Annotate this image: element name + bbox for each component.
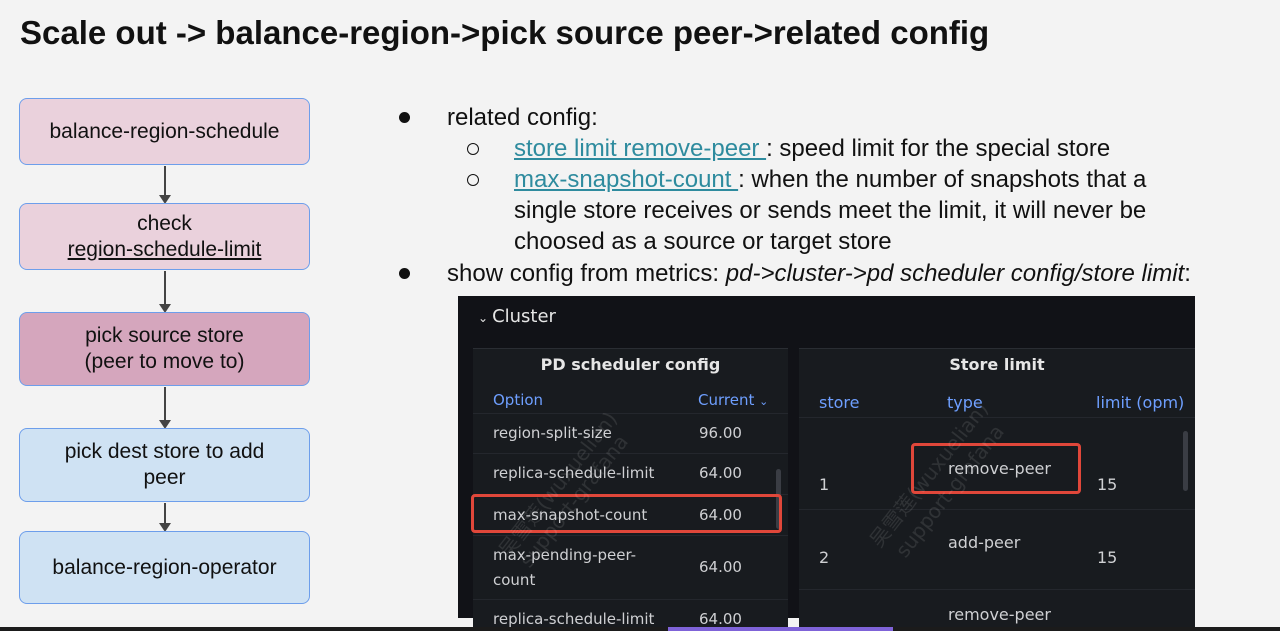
scrollbar[interactable] [1183,431,1188,491]
table-cell-current: 96.00 [699,424,742,442]
table-cell-type: remove-peer [948,459,1051,478]
bottom-bar [0,627,1280,631]
sub-bullet-icon [467,143,479,155]
table-cell-store: 2 [819,548,830,567]
table-cell-current: 64.00 [699,610,742,628]
table-cell-store: 1 [819,475,830,494]
highlight-box [911,443,1081,494]
table-cell-current: 64.00 [699,558,742,576]
table-cell-limit: 15 [1097,548,1118,567]
panel-title: Store limit [949,355,1045,374]
column-header-store[interactable]: store [819,393,860,412]
sort-chevron-down-icon: ⌄ [759,395,769,408]
table-cell-type: remove-peer [948,605,1051,624]
divider [473,453,788,454]
column-header-limit[interactable]: limit (opm) [1096,393,1185,412]
table-cell-option-wrap: count [493,571,536,589]
cluster-label: Cluster [492,306,556,327]
table-cell-current: 64.00 [699,464,742,482]
flow-box-label: pick dest store to add [64,440,265,463]
column-header-option[interactable]: Option [493,391,544,409]
table-cell-option: replica-schedule-limit [493,464,655,482]
flow-box-link[interactable]: region-schedule-limit [67,237,262,261]
flow-box-label: (peer to move to) [84,350,245,373]
flow-box-balance-region-operator: balance-region-operator [19,531,310,604]
table-cell-type: add-peer [948,533,1021,552]
flow-arrow [159,271,171,313]
pd-scheduler-config-panel: PD scheduler config Option Current ⌄ reg… [471,348,788,628]
note-text: : when the number of snapshots that a [738,166,1147,193]
cluster-row-header[interactable]: ⌄Cluster [478,306,556,327]
sub-bullet-icon [467,174,479,186]
slide-title: Scale out -> balance-region->pick source… [20,14,990,51]
note-store-limit: store limit remove-peer : speed limit fo… [514,133,1110,164]
divider [799,509,1195,510]
chevron-down-icon: ⌄ [478,311,489,325]
store-limit-panel: Store limit store type limit (opm) 1 rem… [799,348,1195,628]
note-text: single store receives or sends meet the … [514,197,1147,224]
flow-box-label: check [137,211,192,235]
flow-box-label: balance-region-operator [52,555,277,579]
table-cell-option: max-snapshot-count [493,506,648,524]
table-cell-current: 64.00 [699,506,742,524]
bullet-icon [399,112,410,123]
store-limit-link[interactable]: store limit remove-peer [514,135,767,162]
flow-arrow [159,503,171,532]
flow-box-label: peer [143,466,186,489]
flow-box-pick-source-store: pick source store (peer to move to) [19,312,310,386]
note-max-snapshot: max-snapshot-count : when the number of … [514,164,1146,195]
note-text: : speed limit for the special store [766,135,1111,162]
bullet-icon [399,268,410,279]
table-cell-option: max-pending-peer- [493,546,637,564]
table-cell-option: region-split-size [493,424,612,442]
table-cell-option: replica-schedule-limit [493,610,655,628]
column-header-label: Current [698,391,755,409]
flow-box-label: balance-region-schedule [49,119,280,143]
divider [473,413,788,414]
metrics-path: pd->cluster->pd scheduler config/store l… [725,260,1185,287]
column-header-type[interactable]: type [947,393,983,412]
divider [473,599,788,600]
grafana-dashboard-screenshot: ⌄Cluster PD scheduler config Option Curr… [458,296,1195,628]
table-cell-limit: 15 [1097,475,1118,494]
bottom-bar-accent [668,627,893,631]
column-header-current[interactable]: Current ⌄ [698,391,768,409]
note-show-config: show config from metrics: pd->cluster->p… [447,258,1191,289]
note-text: : [1184,260,1191,287]
note-text: choosed as a source or target store [514,228,892,255]
flow-box-label: pick source store [85,324,244,347]
flow-box-balance-region-schedule: balance-region-schedule [19,98,310,165]
max-snapshot-link[interactable]: max-snapshot-count [514,166,739,193]
flow-box-check-limit: check region-schedule-limit [19,203,310,270]
flow-arrow [159,166,171,204]
scrollbar[interactable] [776,469,781,529]
panel-title: PD scheduler config [540,355,721,374]
flow-box-pick-dest-store: pick dest store to add peer [19,428,310,502]
flow-arrow [159,387,171,429]
highlight-box [471,494,782,533]
note-related-config: related config: [447,104,598,131]
divider [799,417,1195,418]
divider [473,535,788,536]
note-text: show config from metrics: [447,260,726,287]
divider [799,589,1195,590]
